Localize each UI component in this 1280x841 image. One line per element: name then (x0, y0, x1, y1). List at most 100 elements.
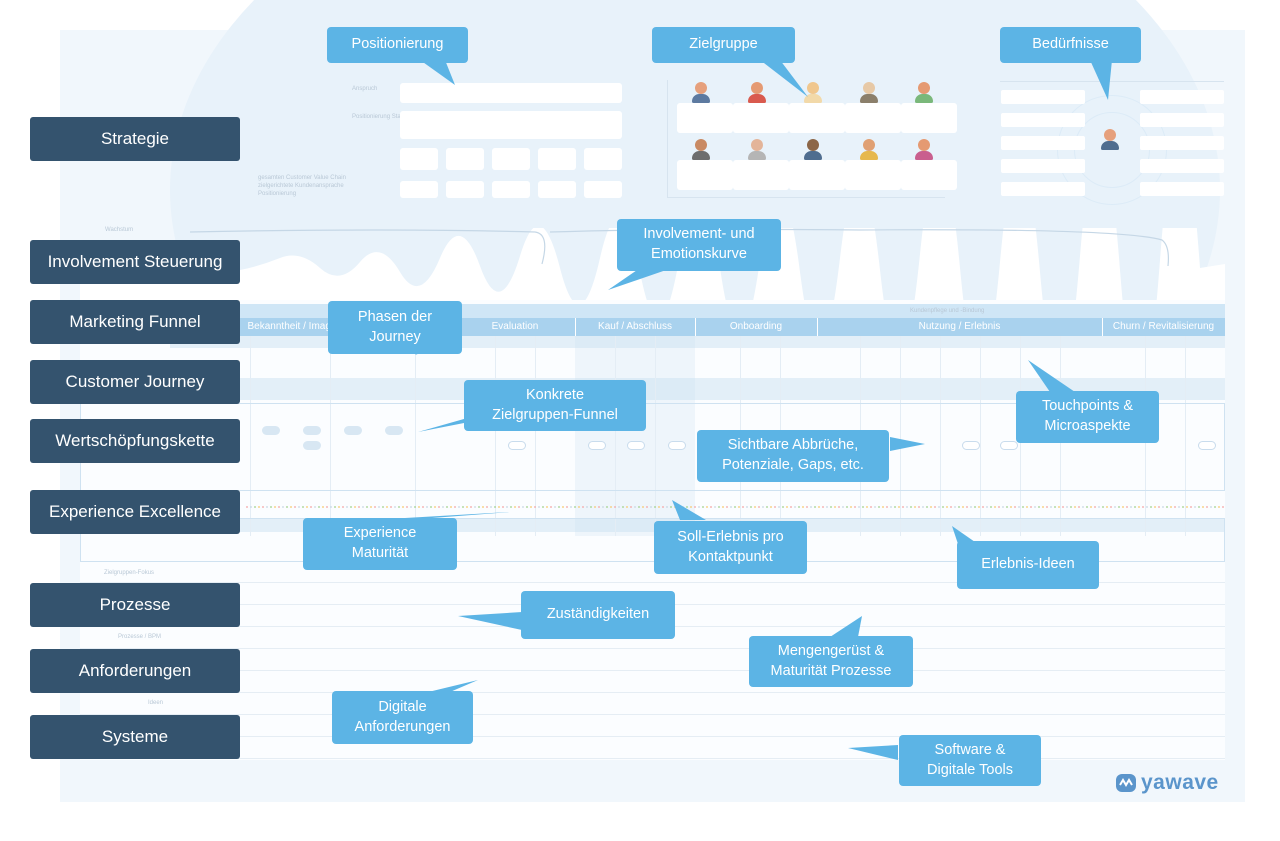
maturity-dot (410, 506, 412, 508)
maturity-dot (718, 506, 720, 508)
callout-maturitaet: Experience Maturität (303, 518, 457, 570)
maturity-dot (370, 506, 372, 508)
maturity-dot (830, 506, 832, 508)
maturity-dot (282, 506, 284, 508)
phase-label: Kauf / Abschluss (598, 321, 672, 332)
experience-box (80, 518, 1225, 562)
phase-label: Evaluation (491, 321, 539, 332)
grid-line (940, 336, 941, 536)
maturity-dot (782, 506, 784, 508)
mini-field (400, 181, 438, 198)
maturity-dot (346, 506, 348, 508)
strategy-faint-text: gesamten Customer Value Chain zielgerich… (258, 175, 346, 197)
maturity-dot (802, 506, 804, 508)
maturity-dot (1166, 506, 1168, 508)
maturity-dot (494, 506, 496, 508)
maturity-dot (954, 506, 956, 508)
avatar-icon (690, 138, 712, 160)
callout-involvement: Involvement- und Emotionskurve (617, 219, 781, 271)
maturity-dot (522, 506, 524, 508)
maturity-dot (574, 506, 576, 508)
maturity-dot (570, 506, 572, 508)
maturity-dot (1114, 506, 1116, 508)
maturity-dot (294, 506, 296, 508)
maturity-dot (898, 506, 900, 508)
maturity-dot (1094, 506, 1096, 508)
row-divider (80, 670, 1225, 671)
mini-field (446, 181, 484, 198)
maturity-dot (814, 506, 816, 508)
maturity-dot (938, 506, 940, 508)
maturity-dot (706, 506, 708, 508)
faint-zielgruppen-fokus: Zielgruppen-Fokus (104, 570, 155, 576)
maturity-dot (1038, 506, 1040, 508)
maturity-dot (350, 506, 352, 508)
callout-beduerfnisse: Bedürfnisse (1000, 27, 1141, 63)
maturity-dot (678, 506, 680, 508)
maturity-dot (702, 506, 704, 508)
maturity-dot (542, 506, 544, 508)
maturity-dot (1186, 506, 1188, 508)
maturity-dot (662, 506, 664, 508)
maturity-dot (338, 506, 340, 508)
maturity-dot (1198, 506, 1200, 508)
maturity-dot (914, 506, 916, 508)
maturity-dot (478, 506, 480, 508)
maturity-dot (486, 506, 488, 508)
maturity-dot (746, 506, 748, 508)
target-card (789, 160, 845, 190)
maturity-dot (1082, 506, 1084, 508)
sidebar-item-customer-journey: Customer Journey (30, 360, 240, 404)
maturity-dot (598, 506, 600, 508)
maturity-dot (1182, 506, 1184, 508)
need-field (1001, 182, 1085, 196)
funnel-node (303, 426, 321, 435)
target-card (789, 103, 845, 133)
need-ring (1057, 95, 1167, 205)
sidebar-item-involvement-steuerung: Involvement Steuerung (30, 240, 240, 284)
maturity-dot (834, 506, 836, 508)
maturity-dot (510, 506, 512, 508)
funnel-node (385, 426, 403, 435)
maturity-dot (810, 506, 812, 508)
funnel-node (262, 426, 280, 435)
maturity-dot (614, 506, 616, 508)
maturity-dot (822, 506, 824, 508)
grid-line (330, 336, 331, 536)
maturity-dot (502, 506, 504, 508)
need-field (1001, 113, 1085, 127)
avatar-icon (802, 138, 824, 160)
maturity-dot (1046, 506, 1048, 508)
maturity-dot (962, 506, 964, 508)
curve-area (80, 228, 1225, 308)
funnel-node (1198, 441, 1216, 450)
sidebar-item-strategie: Strategie (30, 117, 240, 161)
grid-axis (667, 80, 668, 198)
maturity-dot (926, 506, 928, 508)
maturity-dot (930, 506, 932, 508)
row-divider (80, 736, 1225, 737)
callout-phasen: Phasen der Journey (328, 301, 462, 354)
maturity-dot (262, 506, 264, 508)
maturity-dot (246, 506, 248, 508)
need-field (1001, 136, 1085, 150)
maturity-dot (1022, 506, 1024, 508)
maturity-dot (674, 506, 676, 508)
maturity-dot (618, 506, 620, 508)
needs-axis (1000, 81, 1224, 82)
maturity-dot (882, 506, 884, 508)
maturity-dot (526, 506, 528, 508)
grid-line (535, 336, 536, 536)
callout-erlebnis-ideen: Erlebnis-Ideen (957, 541, 1099, 589)
maturity-dot (430, 506, 432, 508)
maturity-dot (506, 506, 508, 508)
maturity-dot (986, 506, 988, 508)
callout-soll-erlebnis: Soll-Erlebnis pro Kontaktpunkt (654, 521, 807, 574)
faint-prozesse-bpm: Prozesse / BPM (118, 634, 162, 640)
maturity-dot (750, 506, 752, 508)
maturity-dot (686, 506, 688, 508)
form-label-1: Anspruch (352, 86, 378, 92)
maturity-dot (1130, 506, 1132, 508)
maturity-dot (606, 506, 608, 508)
maturity-dot (310, 506, 312, 508)
